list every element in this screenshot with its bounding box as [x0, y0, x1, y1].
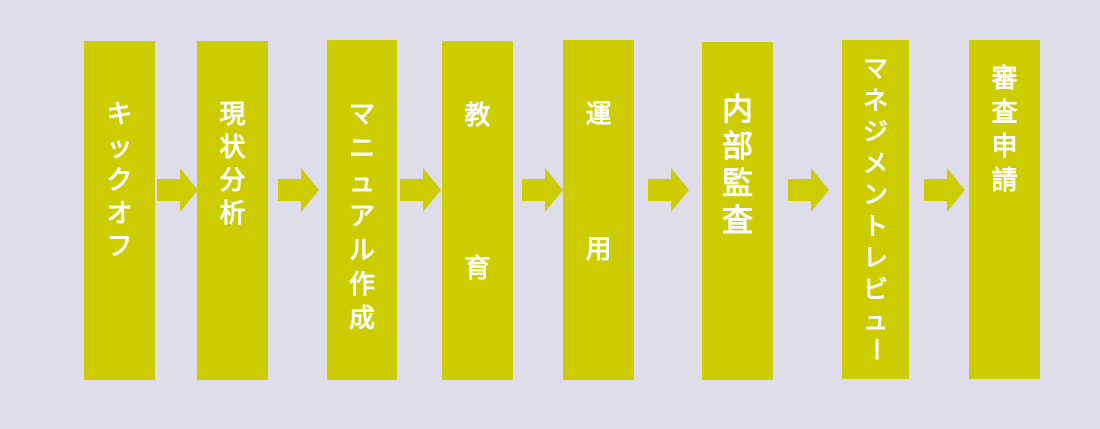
step-label-char: ネ	[862, 85, 888, 115]
step-label-char: ビ	[862, 274, 888, 304]
step-label-char: 請	[991, 166, 1018, 196]
step-label-char: レ	[862, 243, 888, 272]
step-label-char: マ	[862, 54, 888, 83]
step-label-char: 作	[348, 270, 375, 300]
step-label-char: 内	[722, 92, 753, 128]
step-label-char: キ	[106, 100, 133, 130]
step-management-review: マ ネ ジ メ ン ト レ ビ ュ ー	[842, 40, 909, 379]
right-arrow-icon	[788, 168, 829, 212]
right-arrow-icon	[157, 168, 198, 212]
step-label-char: 運	[585, 100, 612, 130]
step-label-char: ュ	[348, 168, 375, 198]
step-label-char: 部	[722, 129, 753, 165]
step-label-char: 監	[722, 166, 753, 202]
step-label-char: ト	[862, 211, 888, 241]
step-operation: 運 用	[563, 40, 634, 380]
step-label-char: 申	[991, 132, 1018, 162]
step-label-char: ジ	[862, 117, 888, 146]
step-label-char: ア	[348, 202, 375, 232]
step-label-char: 査	[991, 98, 1018, 128]
step-label-char: 用	[585, 235, 612, 265]
right-arrow-icon	[648, 168, 689, 212]
step-label-char: 教	[464, 101, 491, 131]
right-arrow-icon	[278, 168, 319, 212]
step-label-char: 成	[348, 304, 375, 334]
step-label-char: ッ	[106, 133, 133, 163]
step-label-char: マ	[348, 100, 375, 130]
right-arrow-icon	[400, 168, 441, 212]
step-label-char: 審	[991, 64, 1018, 94]
step-label-char: 育	[464, 254, 491, 284]
step-label-char: 状	[219, 133, 246, 163]
step-label-char: ル	[348, 236, 375, 266]
step-label-char: オ	[106, 199, 133, 229]
step-label-char: ニ	[348, 134, 375, 164]
step-label-char: 現	[219, 100, 246, 130]
step-internal-audit: 内 部 監 査	[702, 42, 773, 380]
step-label-char: フ	[106, 232, 133, 262]
step-label-char: ン	[862, 180, 888, 209]
right-arrow-icon	[924, 168, 965, 212]
right-arrow-icon	[522, 168, 563, 212]
step-label-char: メ	[862, 148, 888, 178]
step-label-char: 析	[219, 199, 246, 229]
step-label-char: ー	[861, 336, 891, 362]
step-certification-application: 審 査 申 請	[969, 40, 1040, 379]
step-education: 教 育	[442, 41, 513, 380]
step-label-char: ク	[106, 166, 133, 196]
step-label-char: 査	[722, 203, 753, 239]
step-label-char: ュ	[862, 306, 888, 335]
step-kickoff: キ ッ ク オ フ	[84, 41, 155, 380]
step-current-analysis: 現 状 分 析	[197, 41, 268, 380]
step-label-char: 分	[219, 166, 246, 196]
step-manual-creation: マ ニ ュ ア ル 作 成	[327, 40, 397, 380]
